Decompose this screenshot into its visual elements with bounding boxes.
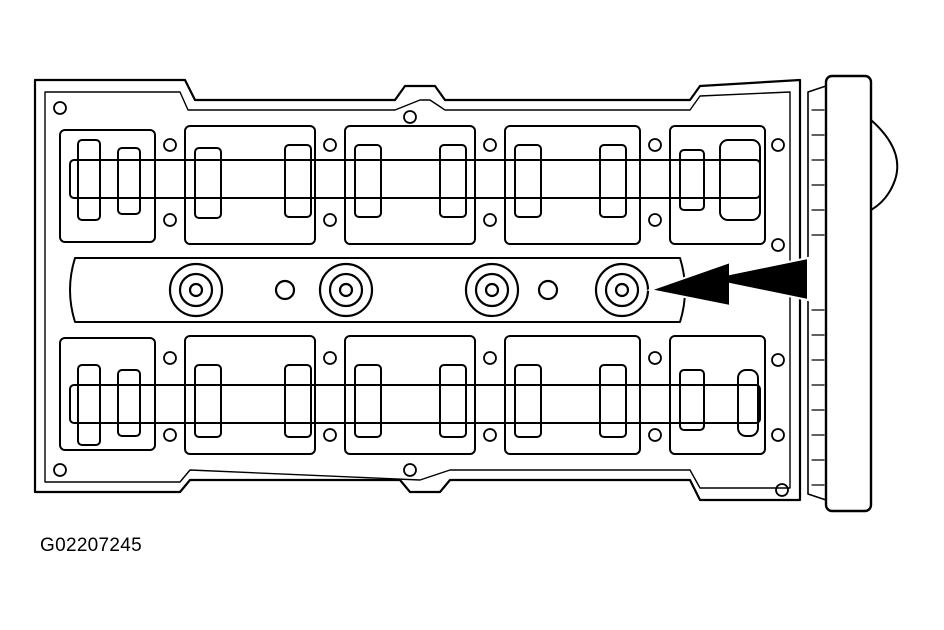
- upper-bearing-caps: [60, 126, 765, 244]
- spark-plug-gallery: [70, 258, 685, 322]
- figure-id-label: G02207245: [40, 535, 143, 556]
- spark-plug-wells: [170, 264, 648, 316]
- bolt-holes: [54, 102, 788, 496]
- arrow-pointer-icon: [650, 258, 808, 306]
- head-inner-frame: [45, 92, 790, 488]
- upper-camshaft: [70, 140, 760, 220]
- head-outline: [35, 80, 800, 500]
- lower-bearing-caps: [60, 336, 765, 454]
- lower-camshaft: [70, 365, 760, 445]
- cam-sprocket: [808, 76, 897, 511]
